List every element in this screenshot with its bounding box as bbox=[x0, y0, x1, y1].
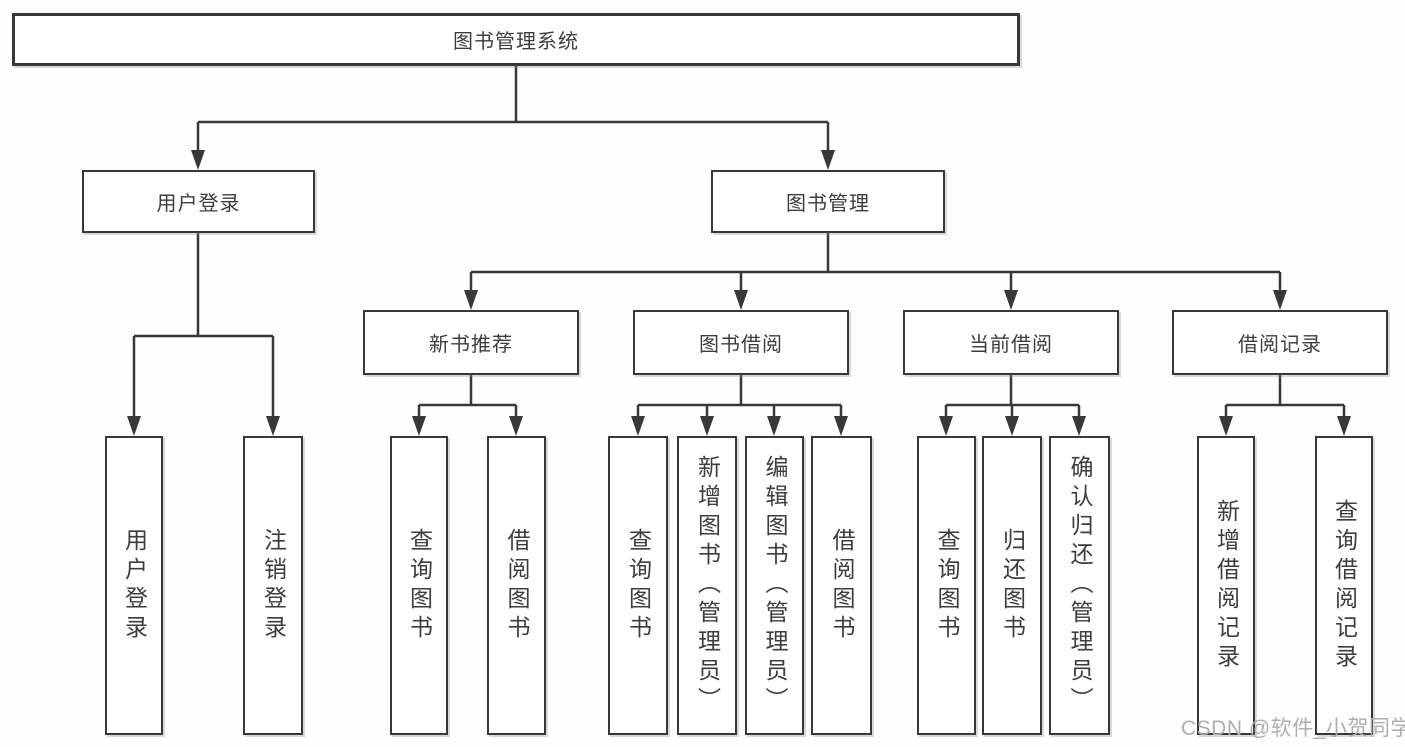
node-new-book-recommend: 新书推荐 bbox=[363, 310, 579, 375]
node-label: 确认归还（管理员） bbox=[1067, 455, 1093, 716]
node-label: 借阅记录 bbox=[1238, 334, 1322, 356]
node-label: 当前借阅 bbox=[969, 334, 1053, 356]
leaf-add-book-admin: 新增图书（管理员） bbox=[677, 436, 737, 735]
node-label: 借阅图书 bbox=[504, 527, 530, 644]
node-label: 用户登录 bbox=[156, 193, 241, 215]
node-user-login-branch: 用户登录 bbox=[82, 170, 315, 233]
node-label: 查询借阅记录 bbox=[1331, 498, 1358, 673]
node-label: 归还图书 bbox=[999, 527, 1026, 644]
node-borrow-records: 借阅记录 bbox=[1172, 310, 1388, 375]
node-book-management: 图书管理 bbox=[711, 170, 945, 233]
leaf-return-book: 归还图书 bbox=[982, 436, 1042, 735]
connector-current-borrow-branch bbox=[939, 375, 1086, 436]
node-label: 用户登录 bbox=[121, 527, 148, 644]
node-label: 图书管理系统 bbox=[453, 31, 579, 53]
leaf-logout: 注销登录 bbox=[243, 436, 303, 735]
node-label: 查询图书 bbox=[406, 527, 433, 644]
leaf-query-books-borrow: 查询图书 bbox=[608, 436, 668, 735]
node-label: 注销登录 bbox=[260, 527, 287, 644]
node-label: 新书推荐 bbox=[429, 334, 513, 356]
node-label: 查询图书 bbox=[625, 527, 652, 644]
node-label: 新增借阅记录 bbox=[1213, 498, 1240, 673]
node-label: 新增图书（管理员） bbox=[694, 455, 721, 716]
node-book-borrow: 图书借阅 bbox=[633, 310, 849, 375]
leaf-query-borrow-record: 查询借阅记录 bbox=[1315, 436, 1373, 735]
leaf-user-login: 用户登录 bbox=[105, 436, 163, 735]
connector-borrow-records-branch bbox=[1219, 375, 1351, 436]
node-label: 图书借阅 bbox=[699, 334, 783, 356]
node-label: 编辑图书（管理员） bbox=[762, 455, 788, 716]
node-label: 借阅图书 bbox=[829, 527, 855, 644]
connector-book-management-branch bbox=[464, 233, 1287, 310]
leaf-borrow-books: 借阅图书 bbox=[811, 436, 872, 735]
leaf-query-books-current: 查询图书 bbox=[917, 436, 976, 735]
leaf-add-borrow-record: 新增借阅记录 bbox=[1197, 436, 1255, 735]
leaf-confirm-return-admin: 确认归还（管理员） bbox=[1049, 436, 1110, 735]
leaf-query-books-recommend: 查询图书 bbox=[390, 436, 448, 735]
node-root-system: 图书管理系统 bbox=[12, 13, 1020, 66]
connector-root-to-level2 bbox=[191, 66, 835, 170]
node-label: 查询图书 bbox=[934, 527, 960, 644]
leaf-borrow-books-recommend: 借阅图书 bbox=[487, 436, 546, 735]
connector-book-borrow-branch bbox=[631, 375, 848, 436]
node-label: 图书管理 bbox=[786, 193, 870, 215]
connector-new-book-branch bbox=[412, 375, 523, 436]
connector-user-login-branch bbox=[127, 233, 280, 436]
leaf-edit-book-admin: 编辑图书（管理员） bbox=[745, 436, 804, 735]
csdn-watermark: CSDN @软件_小贺同学 bbox=[1181, 717, 1405, 740]
node-current-borrow: 当前借阅 bbox=[903, 310, 1119, 375]
